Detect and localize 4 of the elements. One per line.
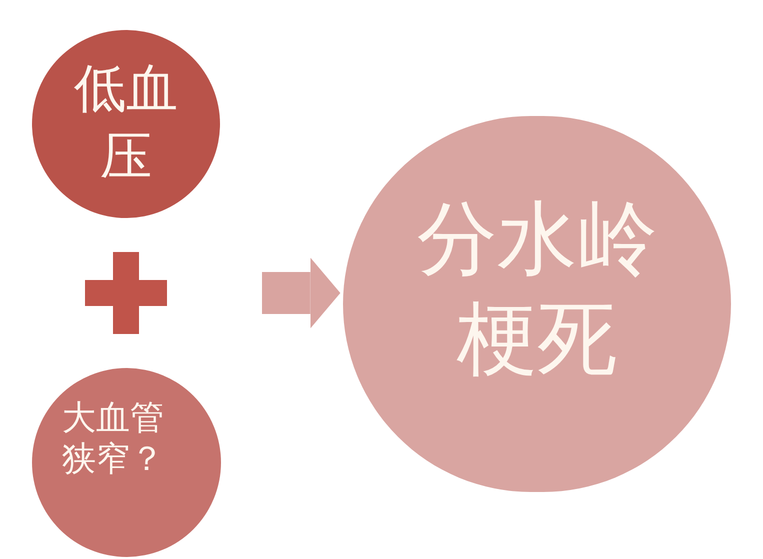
node-label: 大血管狭窄？ bbox=[62, 399, 165, 480]
node-label: 分水岭梗死 bbox=[416, 195, 658, 386]
block-arrow bbox=[262, 258, 340, 328]
node-label: 低血压 bbox=[73, 60, 179, 188]
